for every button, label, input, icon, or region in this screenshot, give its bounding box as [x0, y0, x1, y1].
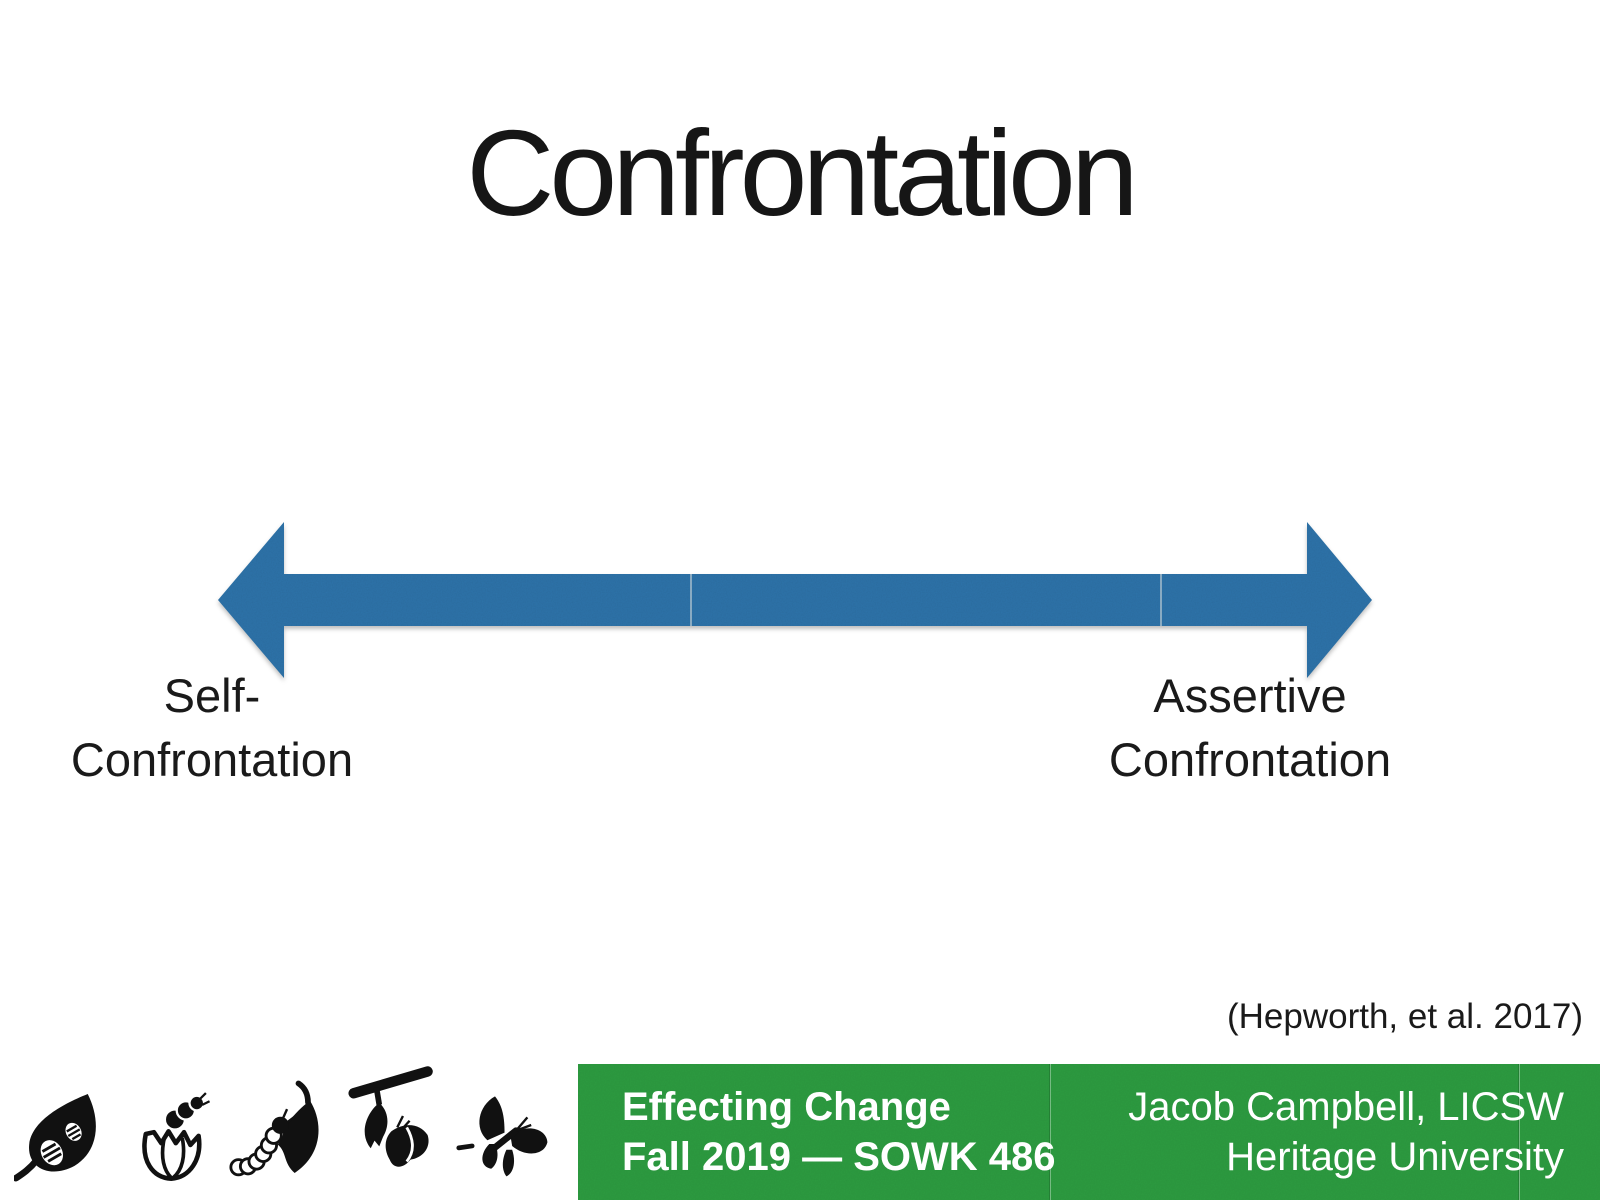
- left-endpoint-label-line2: Confrontation: [70, 732, 354, 786]
- footer-presenter-block: Jacob Campbell, LICSW Heritage Universit…: [1128, 1082, 1564, 1182]
- right-endpoint-label-line2: Confrontation: [1108, 732, 1392, 786]
- institution-name: Heritage University: [1226, 1135, 1564, 1179]
- butterfly-icon: [456, 1096, 548, 1177]
- footer-bar: Effecting Change Fall 2019 — SOWK 486 Ja…: [578, 1064, 1600, 1200]
- caterpillar-icon: [229, 1080, 319, 1177]
- left-endpoint-label: Self- Confrontation: [2, 664, 422, 792]
- footer-course-block: Effecting Change Fall 2019 — SOWK 486: [622, 1082, 1056, 1182]
- course-title: Effecting Change: [622, 1085, 951, 1129]
- hatching-egg-icon: [142, 1092, 211, 1181]
- spectrum-double-arrow: [218, 522, 1372, 678]
- right-endpoint-label: Assertive Confrontation: [1040, 664, 1460, 792]
- page-title: Confrontation: [466, 105, 1138, 241]
- left-endpoint-label-line1: Self-: [163, 669, 261, 722]
- right-endpoint-label-line1: Assertive: [1153, 669, 1347, 722]
- citation-text: (Hepworth, et al. 2017): [1226, 997, 1583, 1036]
- course-term: Fall 2019 — SOWK 486: [622, 1135, 1056, 1179]
- double-arrow-texture: [218, 522, 1372, 678]
- leaf-with-eggs-icon: [14, 1094, 96, 1182]
- presenter-name: Jacob Campbell, LICSW: [1128, 1085, 1564, 1129]
- chrysalis-icon: [348, 1066, 433, 1167]
